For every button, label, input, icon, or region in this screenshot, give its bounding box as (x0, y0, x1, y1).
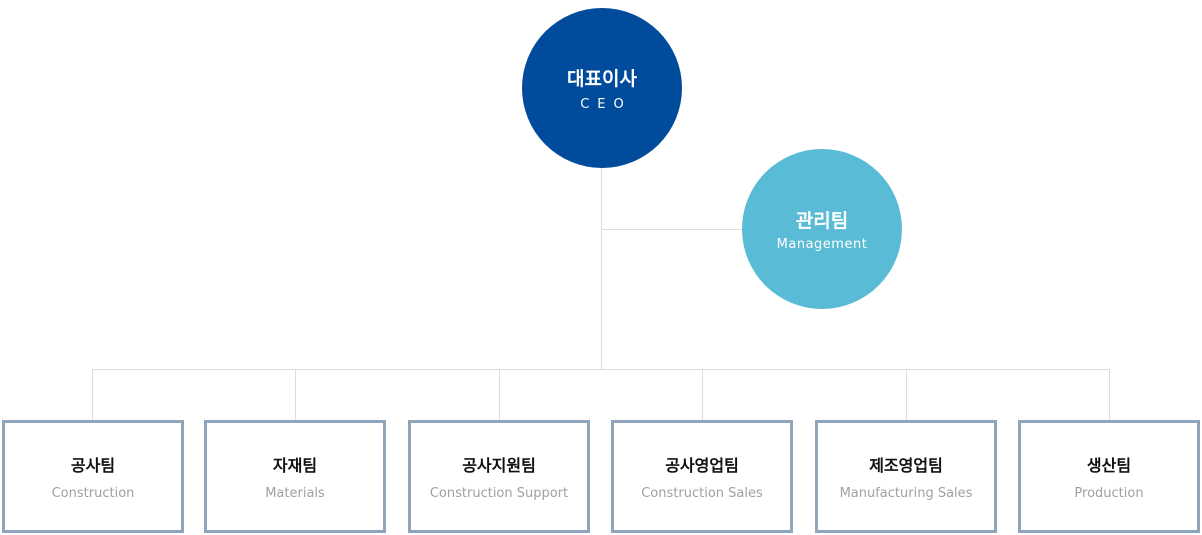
team-title: 제조영업팀 (869, 456, 943, 475)
connector-ceo-vertical (601, 168, 602, 370)
team-title: 자재팀 (272, 456, 318, 475)
team-node-construction-sales: 공사영업팀 Construction Sales (611, 420, 793, 533)
connector-drop (702, 369, 703, 421)
connector-drop (906, 369, 907, 421)
team-node-construction: 공사팀 Construction (2, 420, 184, 533)
management-node: 관리팀 Management (742, 149, 902, 309)
team-subtitle: Construction Support (429, 486, 569, 501)
connector-drop (1109, 369, 1110, 421)
team-subtitle: Construction (51, 486, 135, 501)
management-subtitle: Management (776, 237, 868, 252)
team-subtitle: Production (1074, 486, 1144, 501)
ceo-node: 대표이사 CEO (522, 8, 682, 168)
team-title: 공사영업팀 (665, 456, 739, 475)
connector-drop (295, 369, 296, 421)
team-subtitle: Manufacturing Sales (839, 486, 973, 501)
management-title: 관리팀 (795, 210, 849, 232)
connector-drop (92, 369, 93, 421)
ceo-subtitle: CEO (580, 97, 632, 112)
team-node-production: 생산팀 Production (1018, 420, 1200, 533)
connector-teams-horizontal (92, 369, 1110, 370)
team-node-construction-support: 공사지원팀 Construction Support (408, 420, 590, 533)
connector-drop (499, 369, 500, 421)
team-node-materials: 자재팀 Materials (204, 420, 386, 533)
ceo-title: 대표이사 (567, 68, 637, 90)
team-node-manufacturing-sales: 제조영업팀 Manufacturing Sales (815, 420, 997, 533)
team-subtitle: Construction Sales (641, 486, 763, 501)
connector-management (601, 229, 743, 230)
team-title: 생산팀 (1086, 456, 1132, 475)
team-subtitle: Materials (265, 486, 325, 501)
team-title: 공사팀 (70, 456, 116, 475)
team-title: 공사지원팀 (462, 456, 536, 475)
